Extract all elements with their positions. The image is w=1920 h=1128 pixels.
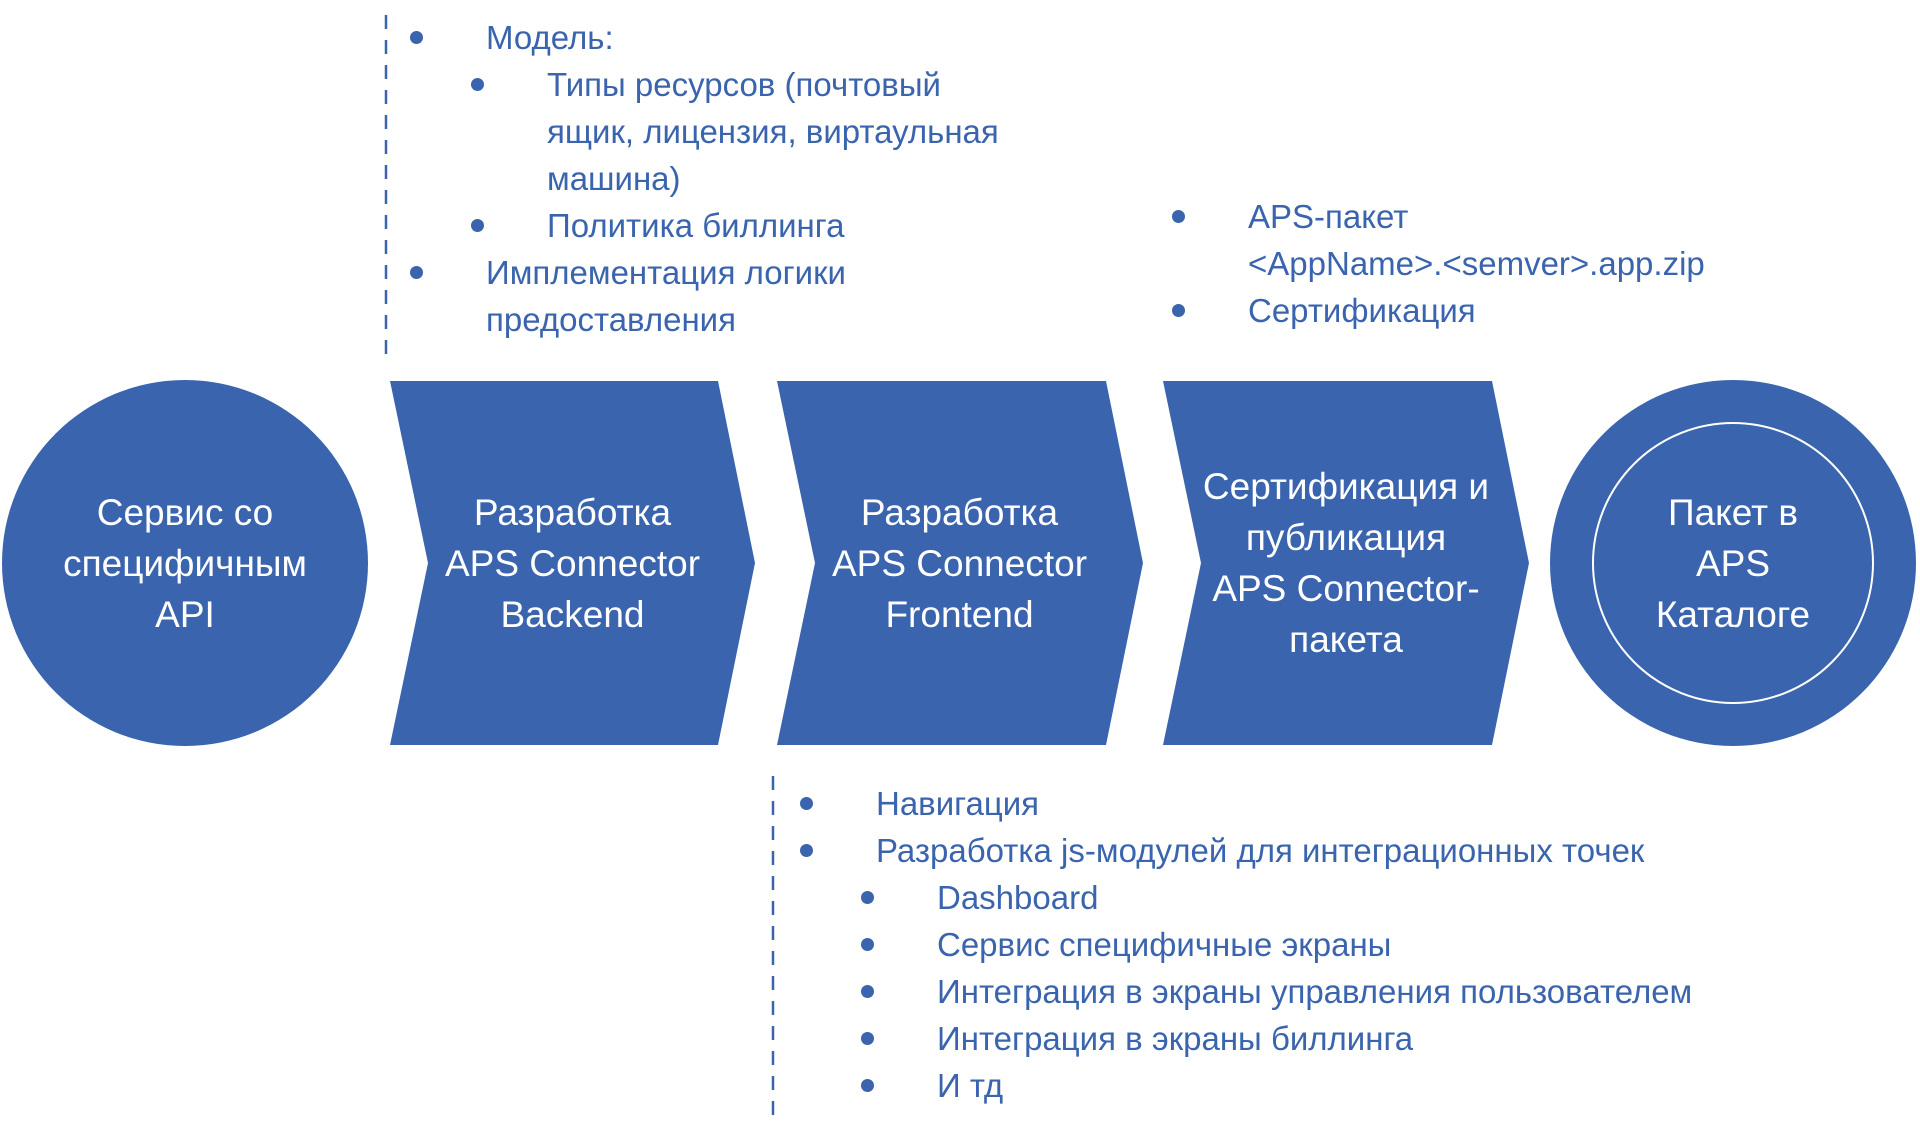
- bullet-icon: [410, 266, 423, 279]
- bullet-icon: [471, 219, 484, 232]
- bullet-icon: [410, 31, 423, 44]
- service-api-circle: [2, 380, 368, 746]
- bullet-icon: [861, 1079, 874, 1092]
- frontend-label: Разработка APS Connector Frontend: [807, 382, 1112, 744]
- backend-chevron: [390, 381, 755, 745]
- step-1-text: Сервис со специфичным API: [63, 491, 307, 635]
- step-2-text: Разработка APS Connector Backend: [444, 491, 701, 635]
- certification-label: Сертификация и публикация APS Connector-…: [1186, 382, 1506, 744]
- backend-label: Разработка APS Connector Backend: [420, 382, 725, 744]
- step-5-text: Пакет в APS Каталоге: [1655, 491, 1811, 635]
- catalog-inner-ring: [1592, 422, 1874, 704]
- frontend-chevron: [777, 381, 1143, 745]
- bullet-icon: [471, 78, 484, 91]
- catalog-circle: [1550, 380, 1916, 746]
- bullet-icon: [800, 797, 813, 810]
- bullet-icon: [1172, 210, 1185, 223]
- bullet-icon: [1172, 304, 1185, 317]
- bullet-icon: [861, 891, 874, 904]
- service-api-label: Сервис со специфичным API: [2, 382, 368, 744]
- bullet-icon: [800, 844, 813, 857]
- step-4-text: Сертификация и публикация APS Connector-…: [1202, 466, 1490, 660]
- bullet-icon: [861, 1032, 874, 1045]
- step-3-text: Разработка APS Connector Frontend: [831, 491, 1088, 635]
- catalog-label: Пакет в APS Каталоге: [1593, 382, 1873, 744]
- certification-chevron: [1163, 381, 1529, 745]
- bullet-icon: [861, 938, 874, 951]
- bullet-icon: [861, 985, 874, 998]
